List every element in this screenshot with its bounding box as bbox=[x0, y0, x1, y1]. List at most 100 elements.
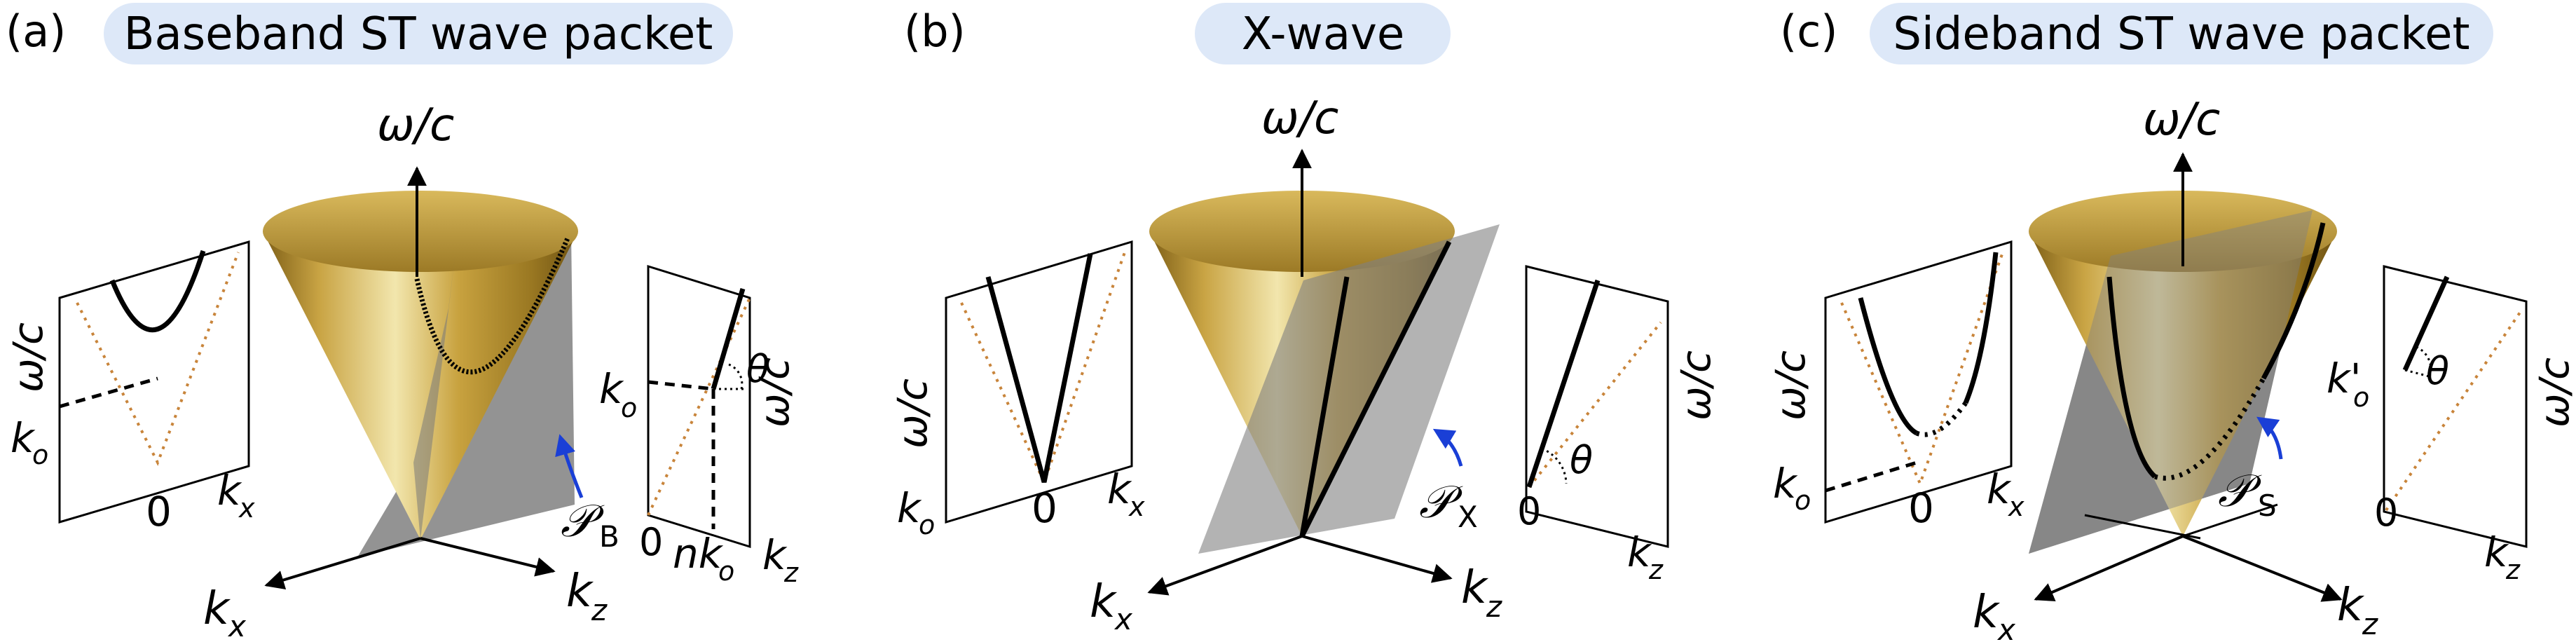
right-kz-b: k bbox=[1627, 528, 1652, 576]
title-pill-c bbox=[1870, 3, 2493, 64]
axis-kx-label-b: k bbox=[1090, 576, 1118, 628]
left-ko-sub-c: o bbox=[1795, 485, 1811, 516]
axis-kx-sub-a: x bbox=[227, 609, 247, 642]
curve-left-c-1 bbox=[1858, 297, 1918, 436]
plane-b bbox=[1198, 224, 1500, 554]
left-ko-b: k bbox=[897, 484, 922, 532]
title-pill-b bbox=[1195, 3, 1451, 64]
right-theta-a: θ bbox=[746, 347, 769, 391]
cone-diagram-a: ω/c k x k z 𝒫 B bbox=[203, 100, 619, 642]
axis-kz-sub-a: z bbox=[591, 593, 608, 627]
left-inset-frame-a bbox=[58, 240, 250, 524]
left-ylabel-c: ω/c bbox=[1767, 350, 1814, 421]
left-ko-c: k bbox=[1773, 460, 1798, 507]
axis-kx-sub-c: x bbox=[1996, 613, 2016, 642]
title-b: X-wave bbox=[1242, 8, 1405, 60]
panel-letter-b: (b) bbox=[904, 6, 966, 57]
axis-kz-b bbox=[1301, 535, 1453, 583]
left-ylabel-b: ω/c bbox=[889, 378, 936, 449]
title-a: Baseband ST wave packet bbox=[124, 8, 713, 60]
plane-arrow-c bbox=[2256, 416, 2283, 460]
light-line-left-a bbox=[76, 252, 240, 466]
right-theta-b: θ bbox=[1570, 438, 1593, 482]
left-kx-b: k bbox=[1107, 465, 1132, 513]
light-line-right-c bbox=[2385, 307, 2524, 512]
left-ylabel-a: ω/c bbox=[4, 322, 52, 392]
left-kx-sub-b: x bbox=[1128, 491, 1145, 522]
plane-label-a: 𝒫 bbox=[561, 496, 605, 547]
right-ko-sub-c: o bbox=[2353, 382, 2369, 413]
light-line-right-a bbox=[647, 297, 751, 516]
axis-w-label-b: ω/c bbox=[1261, 93, 1338, 144]
right-kz-sub-c: z bbox=[2505, 554, 2521, 585]
curve-right-c bbox=[2402, 275, 2450, 371]
axis-w-label-c: ω/c bbox=[2143, 94, 2220, 146]
right-kz-c: k bbox=[2484, 528, 2509, 576]
axis-kz-sub-b: z bbox=[1486, 589, 1502, 624]
right-zero-b: 0 bbox=[1517, 489, 1541, 533]
left-inset-a: ω/c k o 0 k x bbox=[4, 240, 255, 535]
curve-cone-c-1 bbox=[2106, 276, 2157, 479]
axis-kz-label-b: k bbox=[1461, 562, 1489, 614]
curve-cone-b-right bbox=[1299, 240, 1452, 538]
ko-dash-left-a bbox=[59, 376, 158, 409]
light-line-right-b bbox=[1528, 321, 1662, 489]
axis-kz-a bbox=[420, 537, 556, 577]
right-ko-a: k bbox=[599, 365, 624, 413]
curve-cone-c-2 bbox=[2261, 222, 2326, 380]
left-kx-c: k bbox=[1987, 465, 2012, 513]
left-kx-sub-a: x bbox=[238, 493, 255, 524]
left-inset-frame-c bbox=[1824, 240, 2013, 524]
cone-body-a bbox=[263, 231, 578, 540]
axis-kz-label-c: k bbox=[2337, 580, 2365, 631]
left-inset-frame-b bbox=[945, 240, 1133, 524]
plane-arrow-a bbox=[555, 434, 584, 498]
curve-left-c-dots bbox=[1915, 401, 1968, 437]
right-ko-c: k' bbox=[2327, 355, 2362, 402]
axis-kz-c bbox=[2182, 535, 2343, 602]
curve-left-c-2 bbox=[1963, 252, 1999, 404]
right-zero-c: 0 bbox=[2374, 491, 2398, 535]
right-nko-a: nk bbox=[673, 530, 724, 578]
axis-kx-label-c: k bbox=[1973, 587, 2001, 638]
plane-label-c: 𝒫 bbox=[2218, 465, 2262, 517]
plane-c-front bbox=[2029, 210, 2313, 554]
right-inset-b: θ ω/c 0 k z bbox=[1517, 265, 1720, 585]
right-zero-a: 0 bbox=[639, 520, 663, 564]
plane-arrow-b bbox=[1432, 428, 1463, 467]
left-inset-c: ω/c k o 0 k x bbox=[1767, 240, 2025, 532]
right-ylabel-c: ω/c bbox=[2530, 357, 2576, 428]
ko-dash-right-a bbox=[648, 380, 714, 391]
axis-kx-c bbox=[2034, 535, 2184, 601]
left-zero-c: 0 bbox=[1908, 484, 1934, 532]
left-zero-a: 0 bbox=[146, 488, 172, 535]
axis-kz-label-a: k bbox=[566, 566, 594, 617]
curve-right-a bbox=[711, 288, 746, 390]
left-zero-b: 0 bbox=[1032, 484, 1057, 532]
title-c: Sideband ST wave packet bbox=[1893, 8, 2469, 60]
left-ko-sub-a: o bbox=[32, 439, 48, 470]
axis-kx-sub-b: x bbox=[1114, 602, 1133, 636]
right-inset-c: k' o θ ω/c 0 k z bbox=[2327, 265, 2576, 585]
right-kz-a: k bbox=[762, 531, 788, 579]
right-theta-c: θ bbox=[2426, 349, 2449, 393]
plane-sub-b: X bbox=[1458, 500, 1478, 534]
right-nko-sub-a: o bbox=[718, 556, 734, 587]
right-inset-frame-c bbox=[2383, 265, 2528, 548]
right-kz-sub-b: z bbox=[1648, 554, 1664, 585]
cone-body-c bbox=[2029, 231, 2337, 536]
left-inset-b: ω/c k o 0 k x bbox=[889, 240, 1145, 540]
right-ko-sub-a: o bbox=[621, 392, 637, 423]
axis-kx-label-a: k bbox=[203, 583, 231, 635]
right-inset-frame-b bbox=[1525, 265, 1669, 548]
cone-cap-a bbox=[263, 191, 578, 272]
curve-left-a bbox=[109, 250, 206, 333]
cone-diagram-b: ω/c k x k z 𝒫 X bbox=[1090, 93, 1502, 636]
panel-letter-c: (c) bbox=[1780, 6, 1837, 57]
plane-label-b: 𝒫 bbox=[1419, 477, 1463, 528]
right-ylabel-a: ω/c bbox=[751, 357, 798, 428]
left-kx-a: k bbox=[217, 467, 242, 514]
left-kx-sub-c: x bbox=[2008, 491, 2025, 522]
panel-letter-a: (a) bbox=[6, 6, 66, 57]
